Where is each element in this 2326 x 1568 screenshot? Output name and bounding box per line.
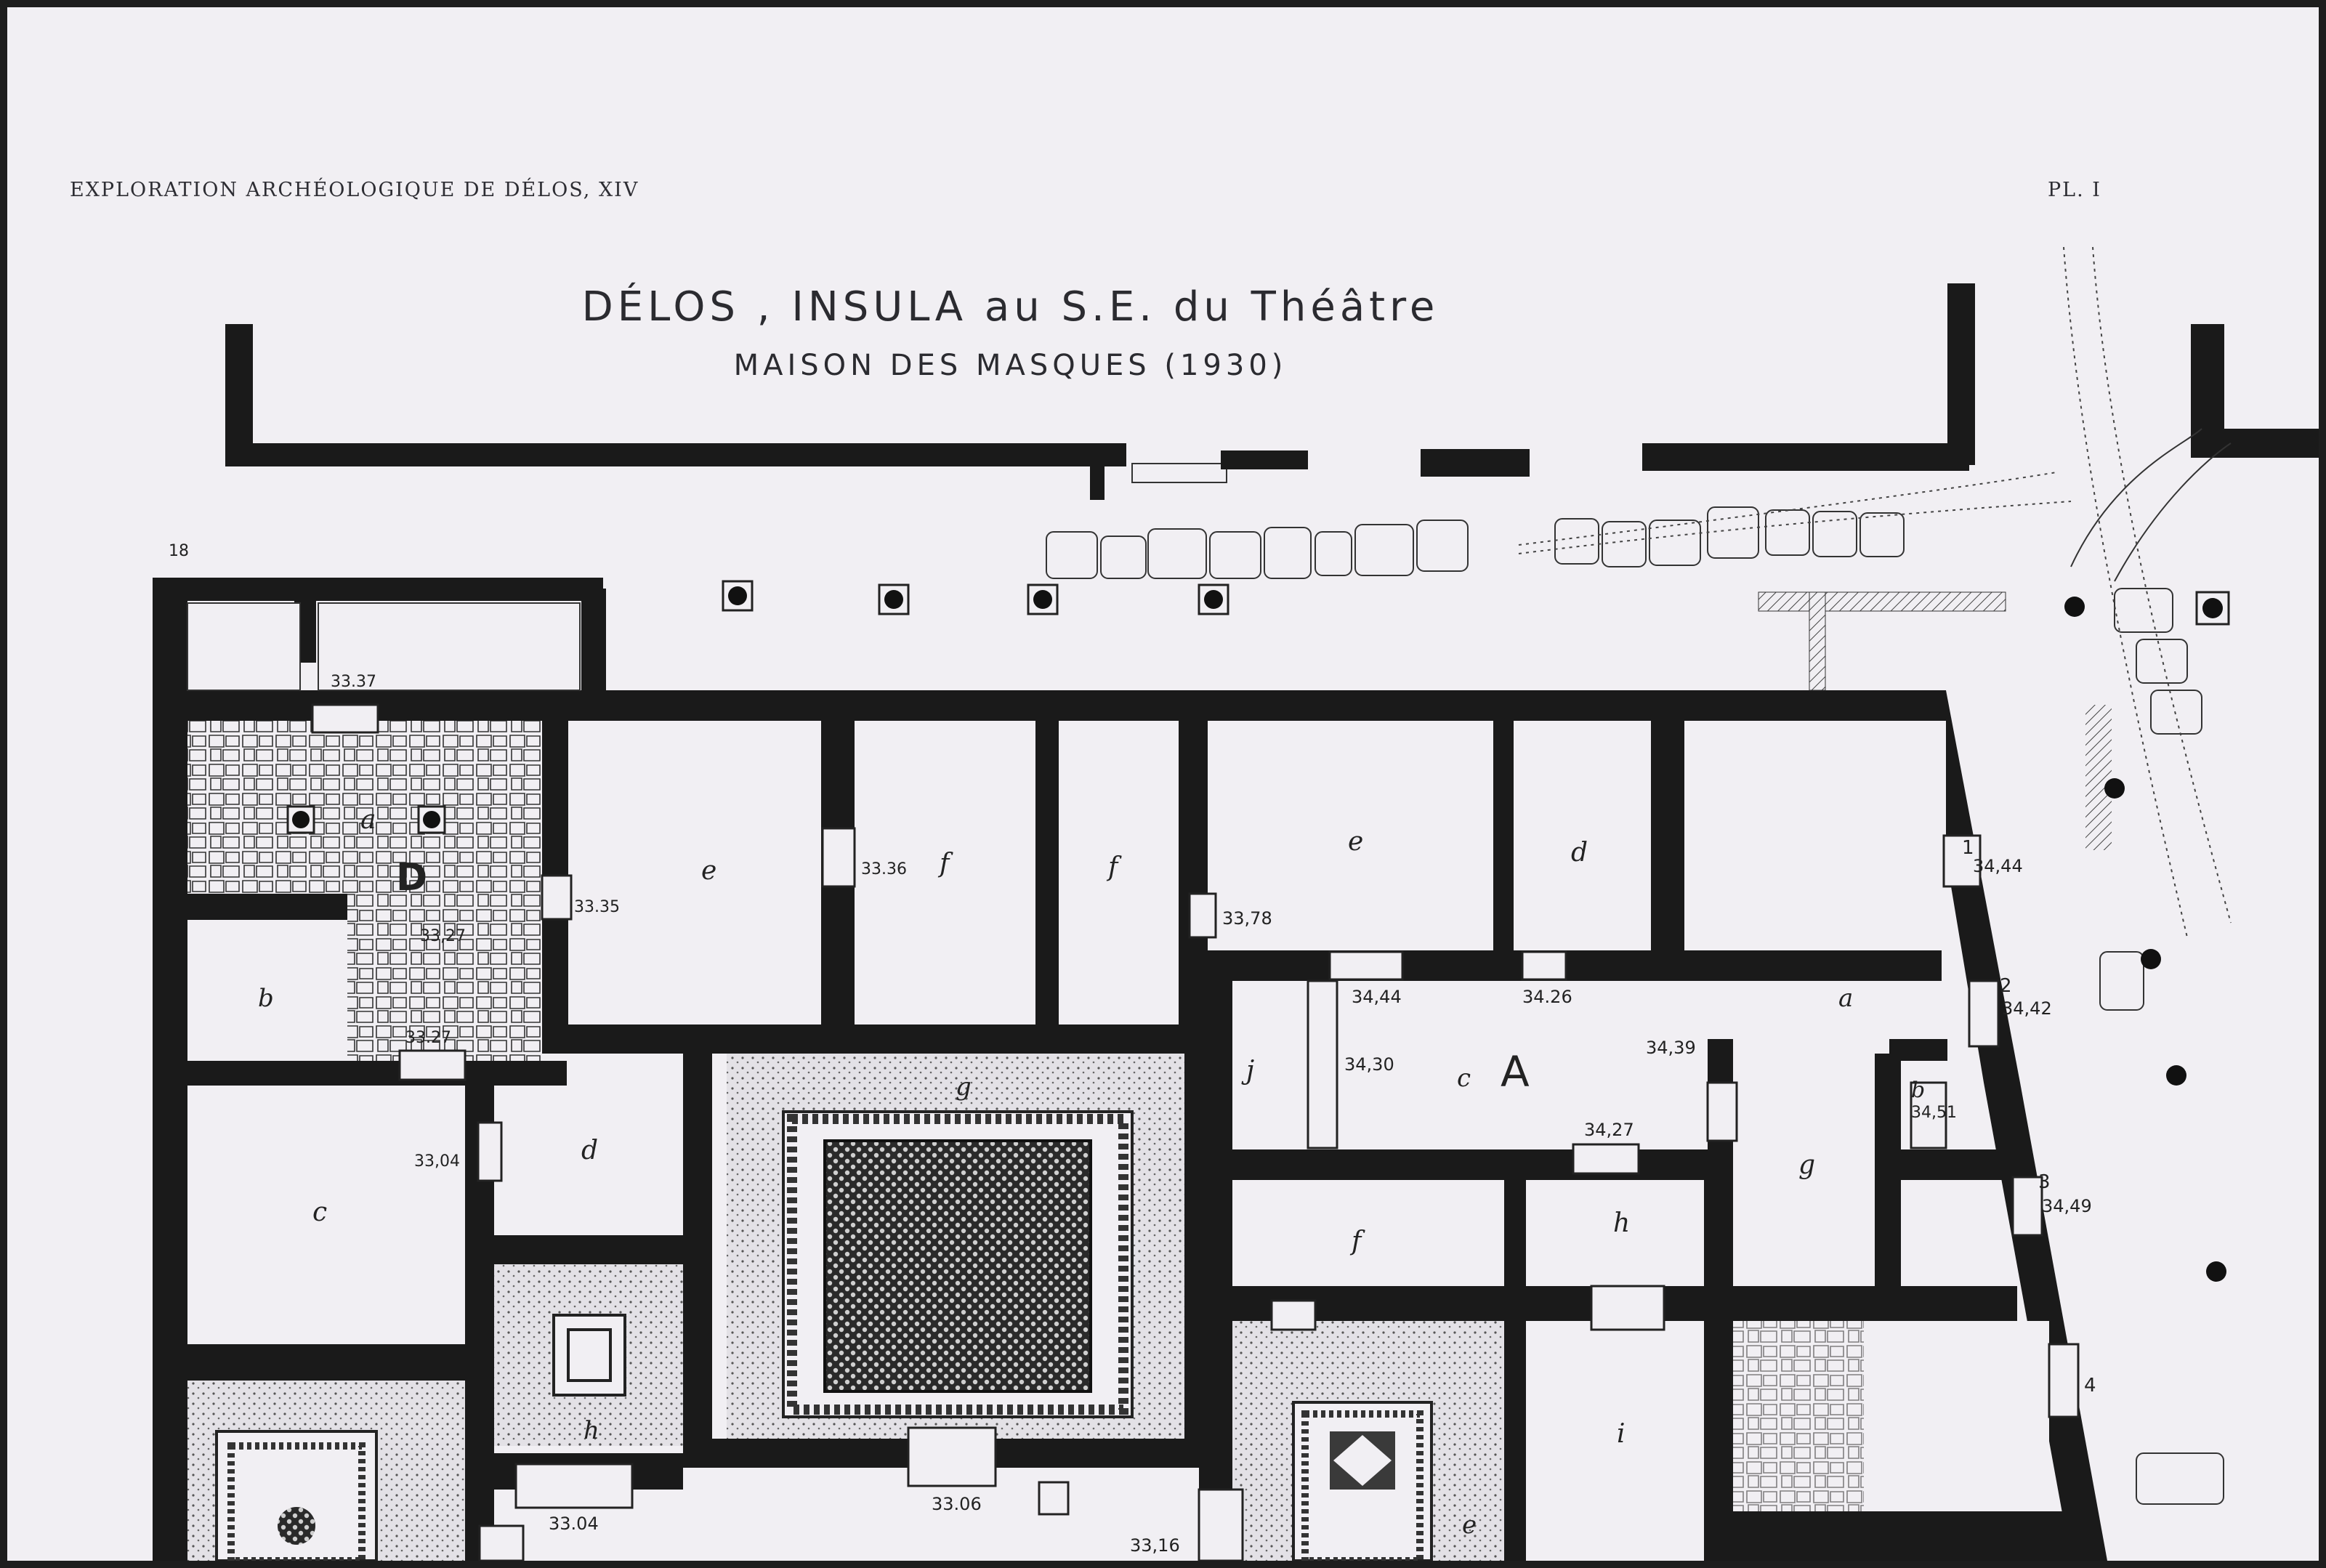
elevation-label: 33,78 xyxy=(1222,908,1272,929)
elevation-label: 34,39 xyxy=(1646,1038,1696,1058)
street-paving xyxy=(1046,428,2232,1505)
elevation-label: 33.35 xyxy=(574,898,620,916)
room-label-e-east: e xyxy=(1462,1511,1477,1540)
elevation-label: 34,27 xyxy=(1584,1120,1634,1140)
elevation-label: 33.04 xyxy=(549,1514,599,1534)
elevation-label: 33.06 xyxy=(932,1494,982,1514)
room-label-c: c xyxy=(312,1197,327,1227)
room-label-d-2: d xyxy=(1571,838,1588,868)
room-label-b: b xyxy=(258,984,274,1013)
marker-label: 3 xyxy=(2038,1171,2051,1193)
room-fills xyxy=(187,721,2049,1561)
room-label-a: a xyxy=(360,805,376,835)
elevation-label: 33.27 xyxy=(405,1029,451,1047)
room-h-mosaic xyxy=(494,1264,683,1446)
floor-plan: a D b c d e f f e d g h a b c A j f h g xyxy=(153,246,2319,1561)
elevation-label: 33,16 xyxy=(1130,1535,1180,1556)
room-label-d: d xyxy=(581,1136,598,1165)
room-label-e-2: e xyxy=(1348,827,1363,857)
elevation-label: 34,44 xyxy=(1973,856,2023,876)
elevation-label: 34,51 xyxy=(1911,1104,1957,1122)
elevation-label: 34,30 xyxy=(1344,1054,1394,1075)
elevation-label: 33.37 xyxy=(331,673,376,691)
survey-markers: 18 1 2 3 4 xyxy=(169,542,2096,1397)
room-label-g: g xyxy=(956,1072,972,1102)
street-facade xyxy=(225,283,2319,500)
room-label-i: i xyxy=(1617,1419,1626,1449)
marker-label: 1 xyxy=(1962,837,1974,859)
elevation-label: 34.26 xyxy=(1522,987,1572,1007)
room-label-c-east: c xyxy=(1457,1064,1471,1093)
elevation-label: 33,27 xyxy=(420,927,466,945)
room-label-h: h xyxy=(583,1416,599,1445)
hatched-annex xyxy=(1758,591,2112,850)
elevation-label: 33,04 xyxy=(414,1152,460,1171)
elevation-label: 34,44 xyxy=(1352,987,1402,1007)
elevation-label: 34,42 xyxy=(2002,998,2052,1019)
elevation-labels: 33.37 33,27 33.35 33.36 33.27 33,04 33,7… xyxy=(331,673,2092,1556)
peristyle-mosaic xyxy=(727,1054,1184,1439)
plan-subtitle: MAISON DES MASQUES (1930) xyxy=(733,349,1288,382)
plate-page: EXPLORATION ARCHÉOLOGIQUE DE DÉLOS, XIV … xyxy=(7,7,2319,1561)
north-service-rooms xyxy=(187,602,581,691)
room-label-h-east: h xyxy=(1613,1208,1630,1238)
room-label-e: e xyxy=(701,856,716,886)
marker-label: 2 xyxy=(2000,975,2012,997)
cistern-openings xyxy=(286,580,2230,1282)
elevation-label: 34,49 xyxy=(2042,1196,2092,1216)
room-label-b-east: b xyxy=(1911,1078,1925,1103)
lower-left-mosaic xyxy=(187,1381,465,1561)
room-label-a-east: a xyxy=(1838,984,1853,1013)
series-header: EXPLORATION ARCHÉOLOGIQUE DE DÉLOS, XIV xyxy=(70,179,639,201)
elevation-label: 33.36 xyxy=(861,860,907,878)
plate-number: PL. I xyxy=(2048,179,2101,201)
paved-court-d xyxy=(347,894,542,1061)
house-label-d: D xyxy=(396,856,427,900)
thresholds xyxy=(311,703,2080,1561)
room-label-g-east: g xyxy=(1798,1150,1815,1180)
street-path xyxy=(1518,246,2232,938)
marker-label: 18 xyxy=(169,542,189,560)
house-label-a: A xyxy=(1501,1047,1530,1096)
paved-court-a xyxy=(187,721,542,894)
marker-label: 4 xyxy=(2084,1375,2096,1397)
room-e-mosaic xyxy=(1232,1321,1504,1561)
plan-title: DÉLOS , INSULA au S.E. du Théâtre xyxy=(581,283,1439,331)
